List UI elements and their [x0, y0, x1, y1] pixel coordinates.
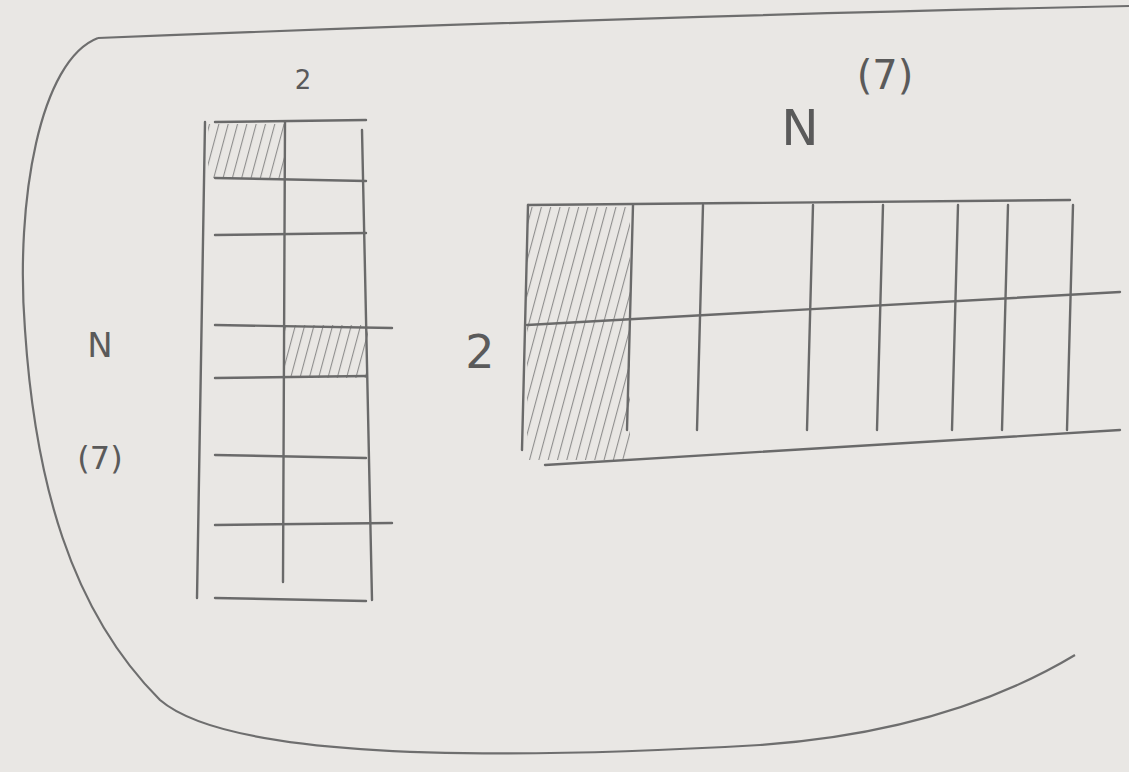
grid-line [215, 598, 366, 601]
grid-line [283, 122, 285, 582]
grid-line [528, 200, 1070, 205]
shaded-cell [208, 124, 285, 178]
dimension-label: 2 [295, 67, 312, 93]
grid-line [1002, 205, 1008, 430]
grid-line [215, 120, 366, 122]
grid-line [807, 205, 813, 430]
grid-line [877, 205, 883, 430]
dimension-label: N [781, 103, 818, 153]
shaded-cell [285, 325, 368, 378]
dimension-label: (7) [857, 55, 914, 95]
grid-line [215, 376, 366, 378]
dimension-label: N [87, 328, 112, 362]
grid-line [627, 205, 633, 430]
grid-line [215, 455, 366, 458]
grid-line [545, 430, 1120, 465]
grid-line [522, 205, 528, 450]
shaded-cell [527, 207, 630, 322]
grid-line [215, 178, 366, 181]
grid-line [362, 130, 372, 600]
grid-line [215, 325, 392, 328]
dimension-label: 2 [465, 329, 494, 375]
enclosing-outline [23, 6, 1129, 753]
grid-line [527, 292, 1120, 325]
grid-line [1067, 205, 1073, 430]
shaded-cell [527, 322, 630, 460]
grid-line [215, 233, 366, 235]
grid-line [215, 523, 392, 525]
matrix-grids [197, 120, 1120, 601]
dimension-label: (7) [77, 442, 122, 474]
grid-line [697, 205, 703, 430]
grid-line [952, 205, 958, 430]
grid-line [197, 122, 205, 598]
